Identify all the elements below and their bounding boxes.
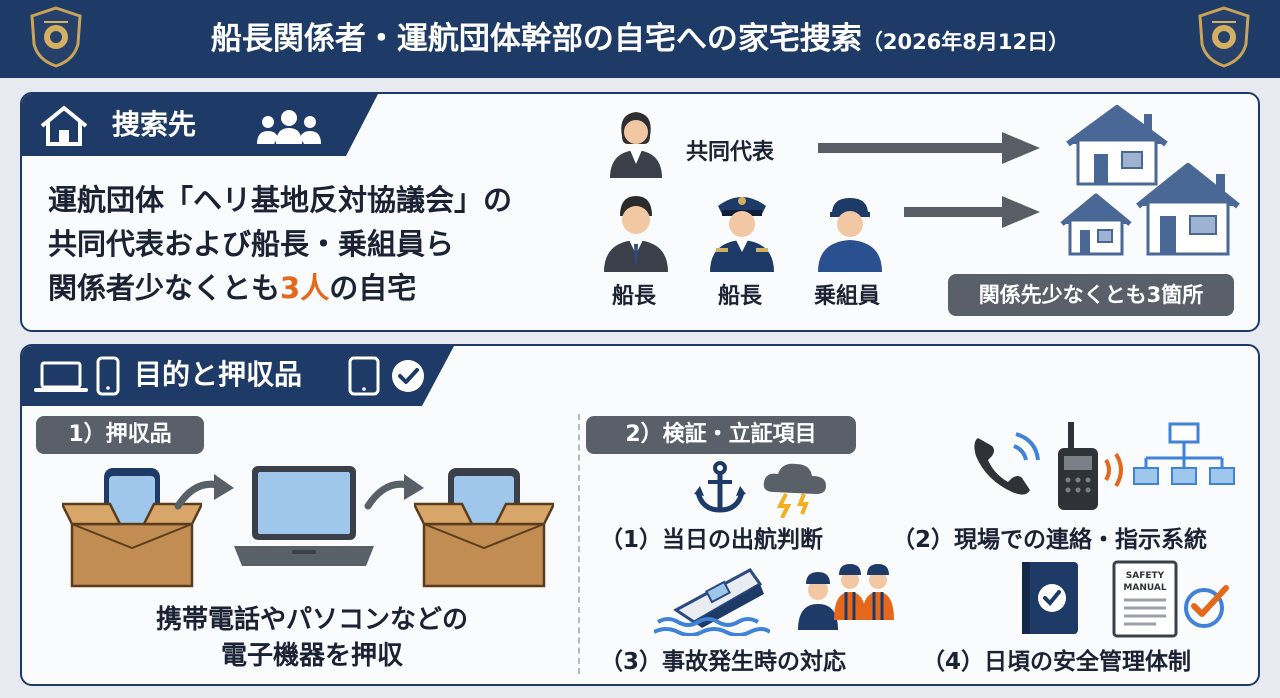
verification-item-3: （3）事故発生時の対応 bbox=[600, 649, 847, 675]
co-representative-person-icon bbox=[610, 112, 662, 178]
house-icon bbox=[40, 106, 88, 146]
page-title: 船長関係者・運航団体幹部の自宅への家宅捜索（2026年8月12日） bbox=[100, 0, 1180, 78]
captain-suit-person-icon bbox=[604, 196, 668, 272]
tablet-in-box-icon bbox=[414, 468, 554, 588]
captain-uniform-person-icon bbox=[710, 197, 774, 272]
people-group-icon bbox=[257, 110, 321, 144]
verification-item-2: （2）現場での連絡・指示系統 bbox=[892, 527, 1208, 553]
seized-caption: 携帯電話やパソコンなどの 電子機器を押収 bbox=[102, 602, 522, 674]
arrow-right-icon bbox=[818, 132, 1040, 164]
title-main: 船長関係者・運航団体幹部の自宅への家宅捜索 bbox=[210, 21, 862, 57]
laptop-device-icon bbox=[234, 466, 374, 566]
header-bar: 船長関係者・運航団体幹部の自宅への家宅捜索（2026年8月12日） bbox=[0, 0, 1280, 78]
label-captain-1: 船長 bbox=[612, 284, 657, 309]
purpose-title: 目的と押収品 bbox=[134, 358, 303, 391]
arrow-right-icon bbox=[904, 196, 1040, 228]
check-icon bbox=[1184, 585, 1229, 628]
highlight-count: 3人 bbox=[280, 271, 330, 305]
manual-text-line-1: SAFETY bbox=[1126, 571, 1165, 581]
tablet-icon bbox=[348, 356, 380, 396]
search-targets-title: 捜索先 bbox=[112, 108, 197, 141]
manual-text-line-2: MANUAL bbox=[1123, 583, 1166, 593]
anchor-icon bbox=[694, 461, 746, 513]
manual-book-icon bbox=[1022, 562, 1078, 634]
house-icon bbox=[1060, 193, 1132, 256]
description-line-2: 共同代表および船長・乗組員ら bbox=[48, 227, 455, 261]
radio-icon bbox=[1058, 422, 1123, 510]
house-icon bbox=[1136, 163, 1240, 256]
org-chart-icon bbox=[1133, 422, 1235, 485]
label-crew: 乗組員 bbox=[814, 284, 881, 309]
police-emblem-icon bbox=[1198, 6, 1250, 68]
police-emblem-icon bbox=[30, 6, 82, 68]
phone-in-box-icon bbox=[62, 468, 202, 588]
storm-cloud-icon bbox=[763, 463, 826, 518]
description-line-3-pre: 関係者少なくとも bbox=[48, 271, 281, 305]
phone-call-icon bbox=[974, 432, 1040, 495]
house-icon bbox=[1066, 105, 1168, 186]
description-line-1: 運航団体「ヘリ基地反対協議会」の bbox=[48, 183, 513, 217]
curved-arrow-icon bbox=[364, 474, 424, 510]
search-targets-panel: 捜索先 運航団体「ヘリ基地反対協議会」の 共同代表および船長・乗組員ら 関係者少… bbox=[20, 92, 1260, 332]
safety-manual-icon: SAFETY MANUAL bbox=[1112, 560, 1178, 638]
purpose-tab bbox=[22, 346, 454, 406]
seized-caption-line-2: 電子機器を押収 bbox=[220, 641, 403, 671]
rescue-team-icon bbox=[798, 564, 894, 630]
purpose-seized-panel: 目的と押収品 1）押収品 携 bbox=[20, 344, 1260, 686]
verification-heading: 2）検証・立証項目 bbox=[586, 416, 856, 454]
title-date: （2026年8月12日） bbox=[861, 30, 1070, 54]
summary-badge: 関係先少なくとも3箇所 bbox=[948, 274, 1234, 316]
description-line-3-post: の自宅 bbox=[329, 271, 417, 305]
phone-icon bbox=[96, 356, 120, 396]
section-divider bbox=[578, 414, 580, 674]
label-captain-2: 船長 bbox=[718, 284, 763, 309]
seized-heading: 1）押収品 bbox=[36, 416, 204, 454]
check-circle-icon bbox=[392, 360, 424, 392]
curved-arrow-icon bbox=[174, 474, 234, 510]
search-description: 運航団体「ヘリ基地反対協議会」の 共同代表および船長・乗組員ら 関係者少なくとも… bbox=[48, 178, 512, 310]
verification-item-1: （1）当日の出航判断 bbox=[600, 527, 824, 553]
capsized-boat-icon bbox=[654, 568, 770, 636]
description-line-3: 関係者少なくとも3人の自宅 bbox=[48, 266, 512, 310]
crew-person-icon bbox=[818, 198, 882, 272]
label-co-representative: 共同代表 bbox=[686, 140, 775, 165]
seized-caption-line-1: 携帯電話やパソコンなどの bbox=[155, 605, 468, 635]
laptop-icon bbox=[34, 361, 88, 392]
verification-item-4: （4）日頃の安全管理体制 bbox=[922, 649, 1192, 675]
